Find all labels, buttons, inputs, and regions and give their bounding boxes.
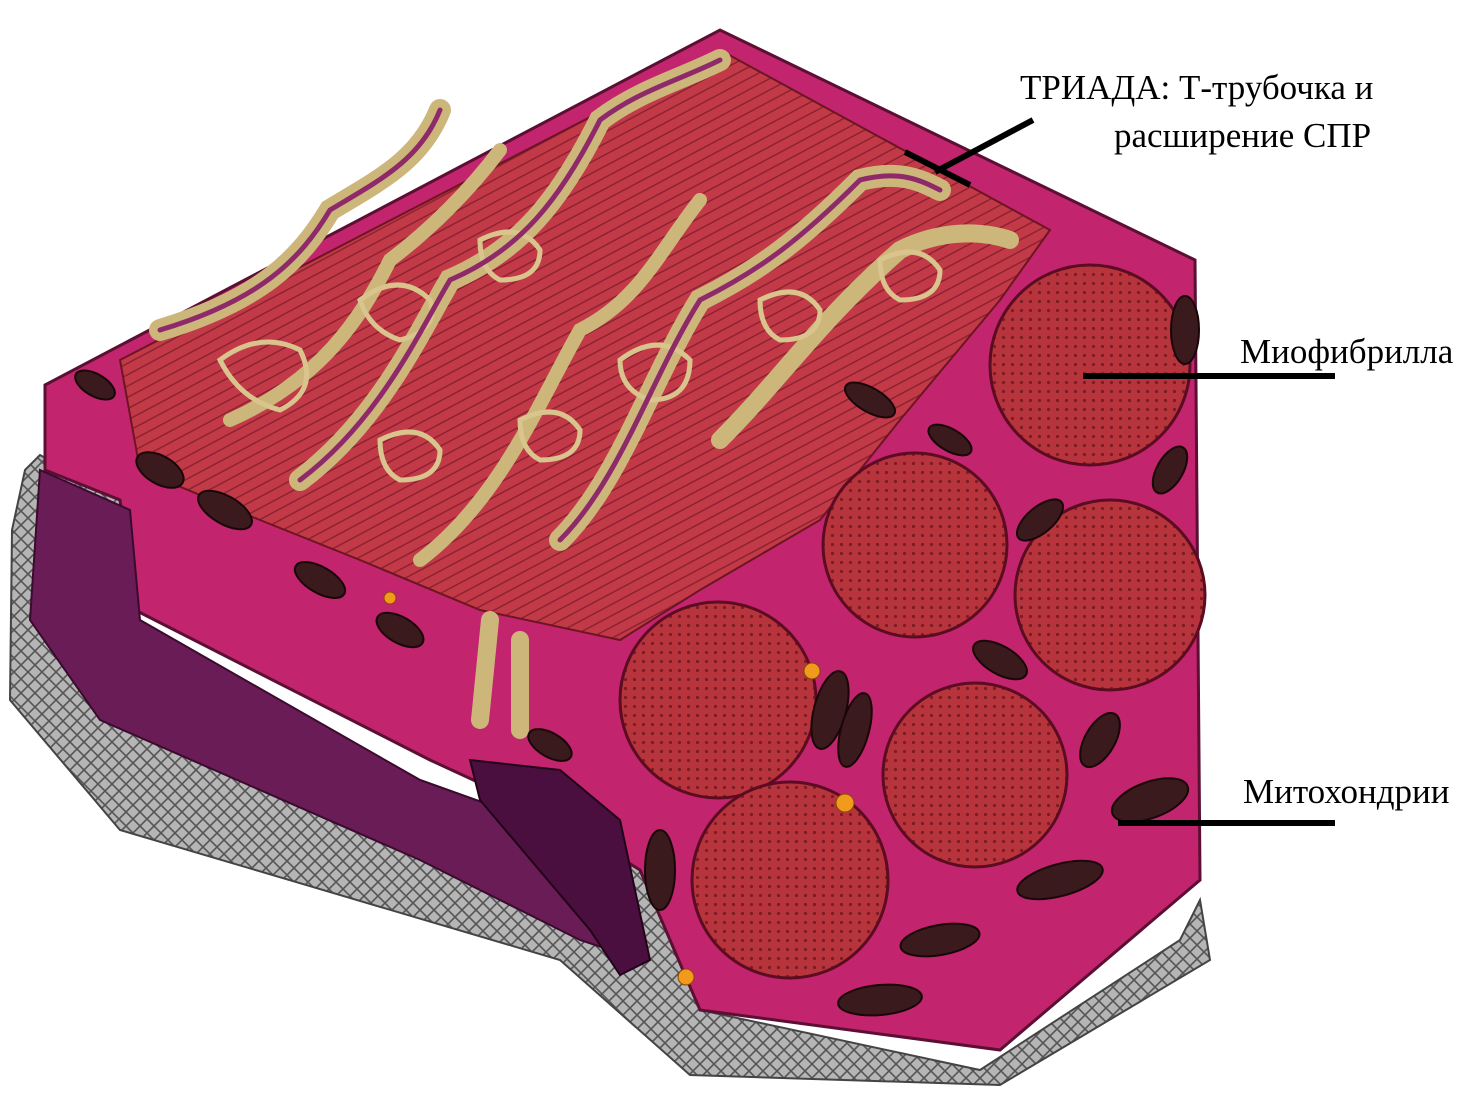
myofibril-section [620,602,816,798]
mitochondria-label: Митохондрии [1243,770,1449,814]
myofibril-section [823,453,1007,637]
myofibril-section [990,265,1190,465]
mitochondrion [1171,296,1199,364]
myofibril-label: Миофибрилла [1240,330,1453,374]
mitochondrion [645,830,675,910]
triad-label-line1: ТРИАДА: Т-трубочка и [1020,66,1373,110]
triad-label-line2: расширение СПР [1114,114,1371,158]
myofibril-section [692,782,888,978]
myofibril-section [883,683,1067,867]
